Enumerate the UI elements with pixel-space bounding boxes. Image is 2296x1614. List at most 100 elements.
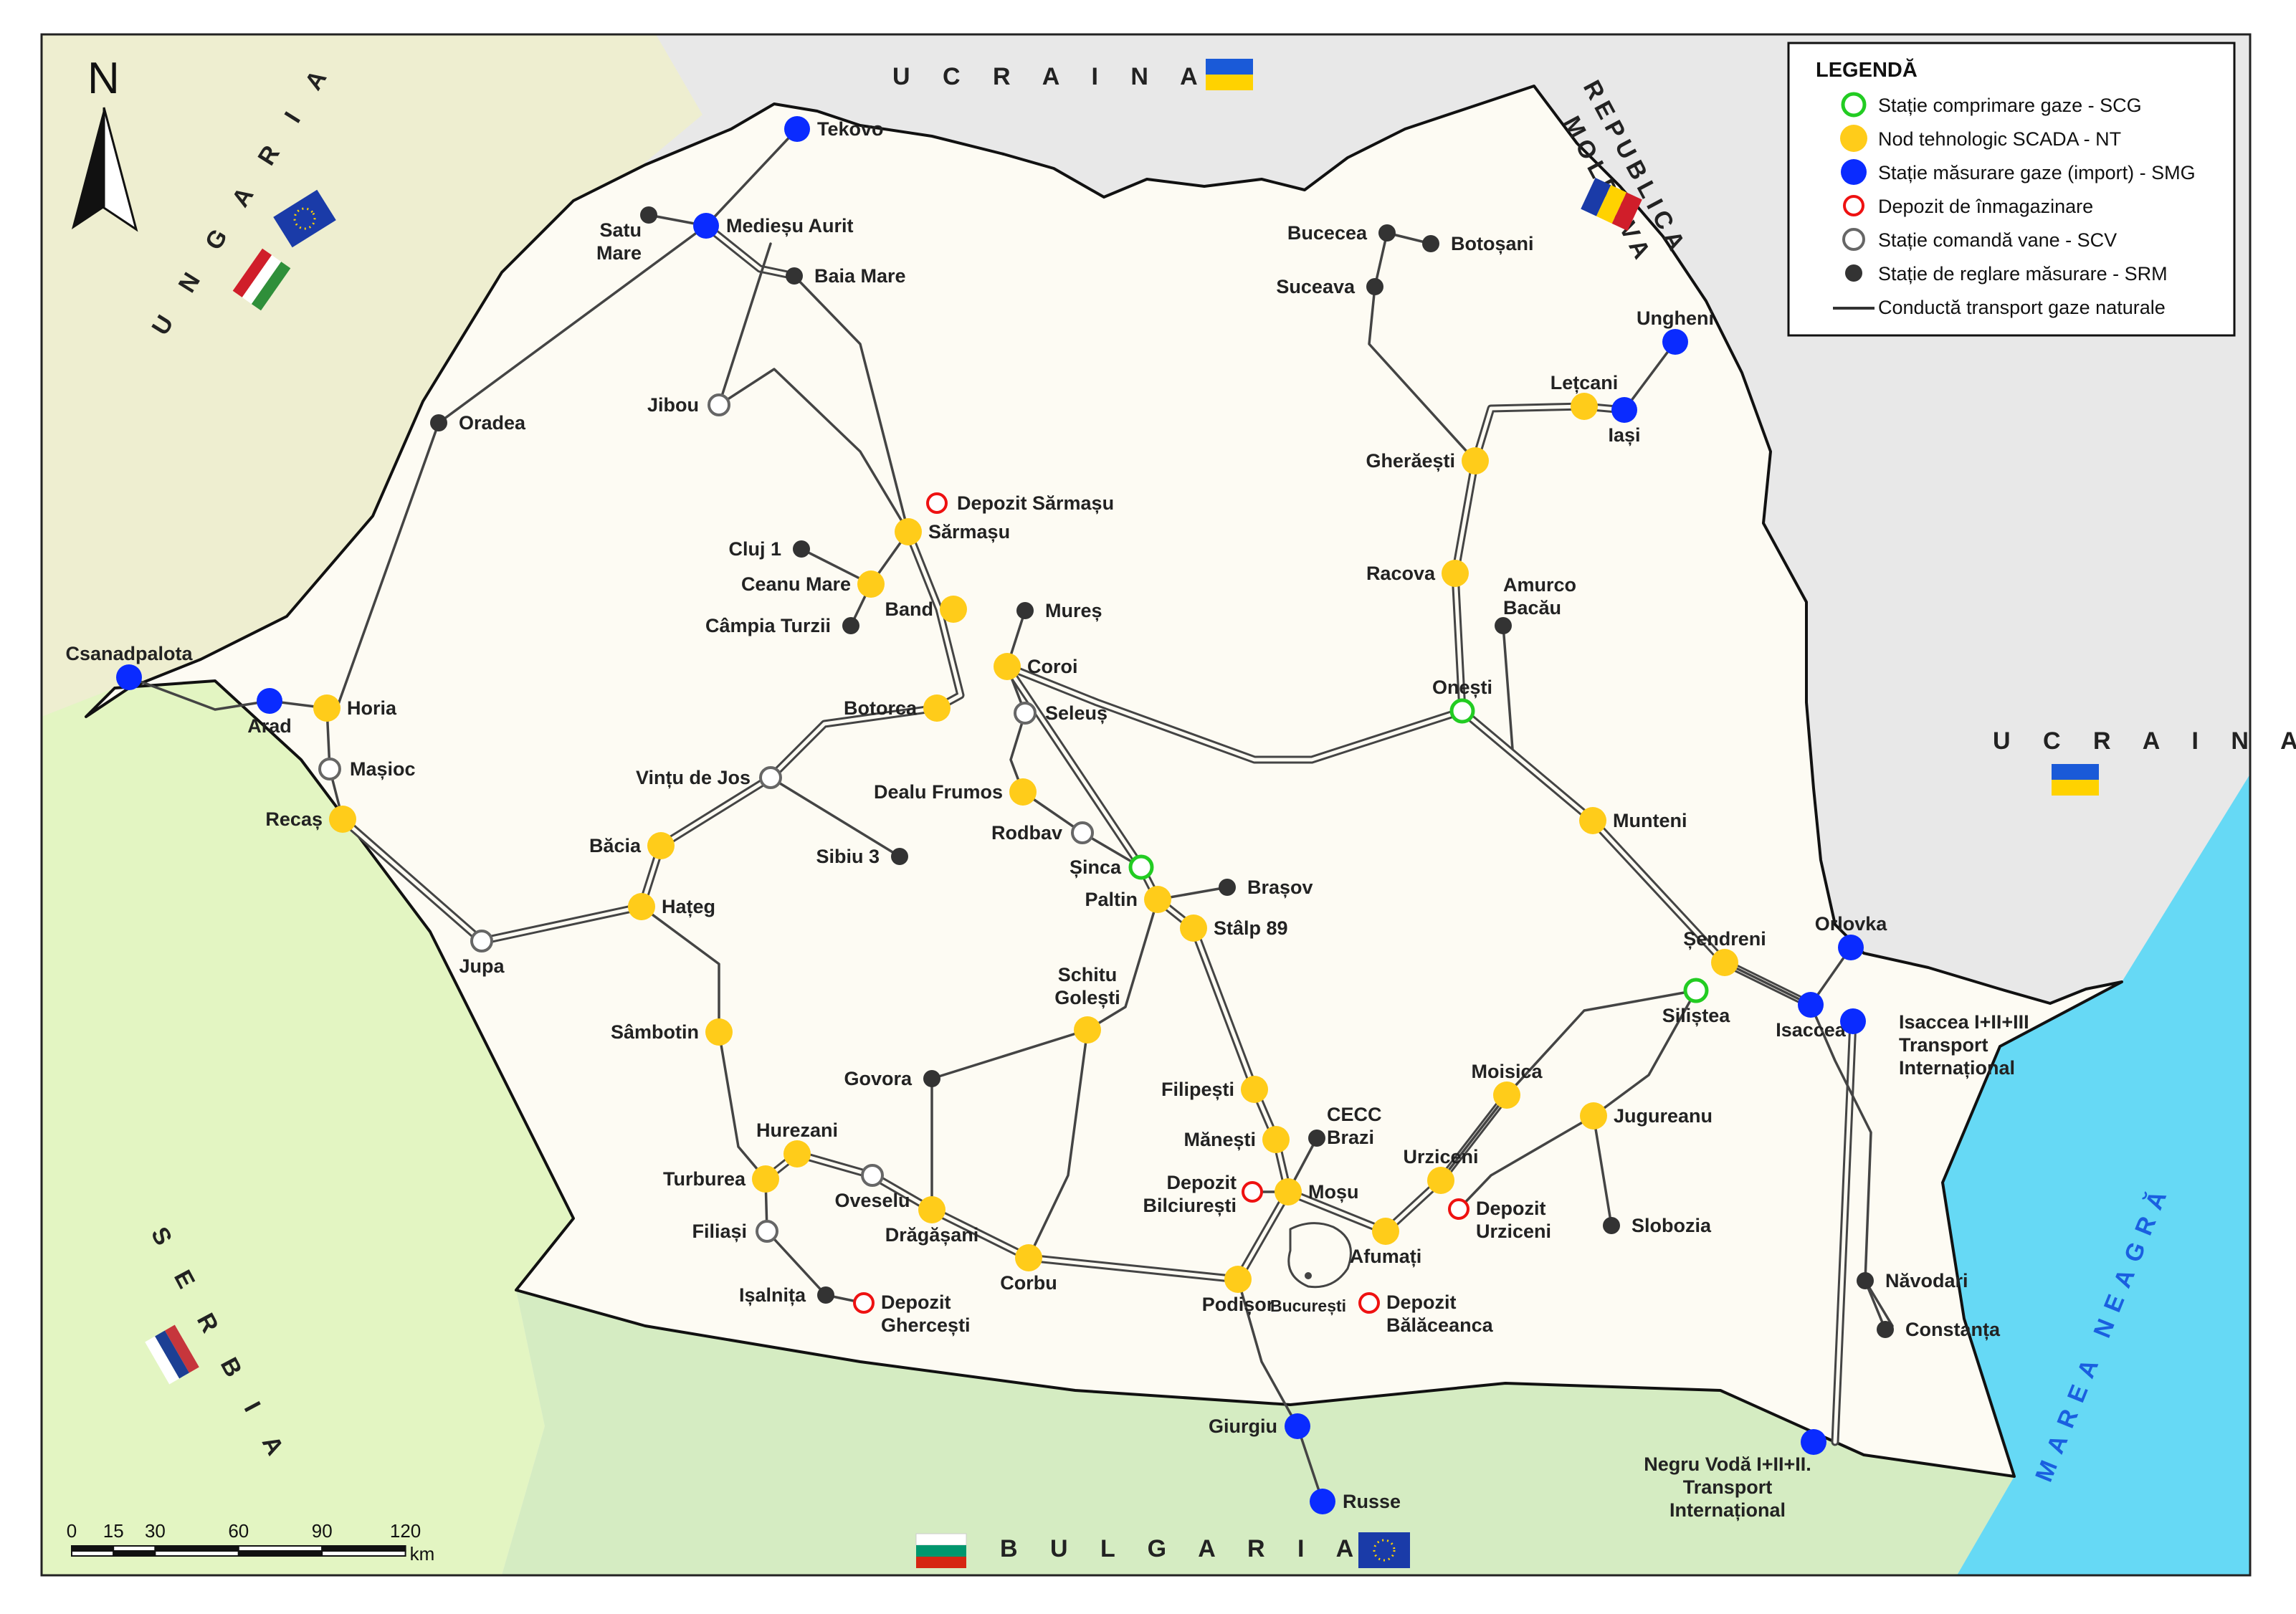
station-label: Seleuș — [1045, 702, 1107, 724]
station-depozit_sarmasu[interactable]: Depozit Sărmașu — [926, 492, 1114, 514]
storage-depot-marker — [1448, 1198, 1469, 1220]
station-slobozia[interactable]: Slobozia — [1603, 1215, 1712, 1236]
scale-tick-label: 30 — [145, 1520, 166, 1542]
station-gheraesti[interactable]: Gherăești — [1366, 447, 1489, 474]
place-marker — [1305, 1272, 1312, 1279]
station-munteni[interactable]: Munteni — [1579, 807, 1687, 834]
station-label: Mănești — [1183, 1129, 1256, 1150]
station-filipesti[interactable]: Filipești — [1161, 1076, 1268, 1103]
station-hateg[interactable]: Hațeg — [628, 893, 715, 920]
station-filiasi[interactable]: Filiași — [692, 1220, 778, 1243]
station-sambotin[interactable]: Sâmbotin — [611, 1018, 733, 1046]
station-paltin[interactable]: Paltin — [1085, 886, 1171, 913]
station-dragasani[interactable]: Drăgășani — [885, 1196, 979, 1246]
station-jupa[interactable]: Jupa — [459, 930, 505, 977]
station-label: București — [1270, 1297, 1346, 1316]
station-horia[interactable]: Horia — [313, 694, 397, 722]
station-jibou[interactable]: Jibou — [647, 393, 730, 416]
station-suceava[interactable]: Suceava — [1276, 276, 1383, 297]
srm-station-marker — [817, 1286, 834, 1304]
station-manesti[interactable]: Mănești — [1183, 1126, 1290, 1153]
station-bucecea[interactable]: Bucecea — [1287, 222, 1396, 244]
station-mures[interactable]: Mureș — [1016, 600, 1102, 621]
station-govora[interactable]: Govora — [844, 1068, 940, 1089]
station-label: Jibou — [647, 394, 699, 416]
station-campia[interactable]: Câmpia Turzii — [705, 615, 859, 636]
station-vintu[interactable]: Vințu de Jos — [636, 766, 782, 789]
station-csanad[interactable]: Csanadpalota — [65, 643, 194, 690]
station-ungheni[interactable]: Ungheni — [1637, 307, 1714, 355]
station-cluj[interactable]: Cluj 1 — [728, 538, 810, 560]
station-label: Ișalnița — [739, 1284, 806, 1306]
station-iasi[interactable]: Iași — [1608, 397, 1641, 446]
station-coroi[interactable]: Coroi — [994, 653, 1078, 680]
station-oveselu[interactable]: Oveselu — [834, 1164, 910, 1211]
srm-station-marker — [1603, 1217, 1620, 1234]
nt-node-marker — [1144, 886, 1171, 913]
station-rodbav[interactable]: Rodbav — [991, 821, 1094, 844]
station-baiamare[interactable]: Baia Mare — [786, 265, 906, 287]
station-afumati[interactable]: Afumați — [1350, 1218, 1422, 1267]
station-label: Șendreni — [1683, 928, 1766, 950]
pipeline-single — [1502, 624, 1514, 750]
station-isaccea[interactable]: Isaccea — [1776, 992, 1847, 1041]
station-giurgiu[interactable]: Giurgiu — [1209, 1413, 1310, 1439]
station-racova[interactable]: Racova — [1366, 560, 1469, 587]
station-botorca[interactable]: Botorca — [844, 694, 951, 722]
station-navodari[interactable]: Năvodari — [1857, 1270, 1968, 1291]
scv-valve-marker — [1842, 228, 1865, 251]
station-oradea[interactable]: Oradea — [430, 412, 526, 434]
station-bacia[interactable]: Băcia — [589, 832, 675, 859]
station-sinca[interactable]: Șinca — [1070, 854, 1154, 880]
station-moisica[interactable]: Moisica — [1471, 1061, 1543, 1109]
station-stalp[interactable]: Stâlp 89 — [1180, 915, 1288, 942]
station-medieseu[interactable]: Medieșu Aurit — [693, 213, 854, 239]
station-bucuresti[interactable]: București — [1270, 1272, 1346, 1316]
station-letcani[interactable]: Lețcani — [1550, 372, 1619, 420]
station-recas[interactable]: Recaș — [265, 806, 356, 833]
station-label: Oveselu — [834, 1190, 910, 1211]
station-mosu[interactable]: Moșu — [1275, 1178, 1359, 1205]
nt-node-marker — [1571, 393, 1598, 420]
station-urziceni[interactable]: Urziceni — [1403, 1146, 1479, 1194]
station-band[interactable]: Band — [885, 596, 968, 623]
station-arad[interactable]: Arad — [247, 688, 292, 737]
station-jugureanu[interactable]: Jugureanu — [1580, 1102, 1713, 1130]
station-botosani[interactable]: Botoșani — [1422, 233, 1534, 254]
station-isalnita[interactable]: Ișalnița — [739, 1284, 834, 1306]
station-sarmasu[interactable]: Sărmașu — [895, 518, 1010, 545]
station-dealu[interactable]: Dealu Frumos — [874, 778, 1037, 806]
station-orlovka[interactable]: Orlovka — [1815, 913, 1888, 960]
station-silistea[interactable]: Siliștea — [1662, 978, 1731, 1026]
station-ceanu[interactable]: Ceanu Mare — [741, 570, 885, 598]
station-label: Russe — [1343, 1491, 1401, 1512]
station-podisor[interactable]: Podișor — [1202, 1266, 1275, 1315]
pipeline-single — [705, 128, 799, 227]
station-label: Siliștea — [1662, 1005, 1731, 1026]
station-hurezani[interactable]: Hurezani — [756, 1119, 838, 1167]
srm-station-marker — [1495, 617, 1512, 634]
station-tekovo[interactable]: Tekovo — [784, 116, 884, 142]
station-brasov[interactable]: Brașov — [1219, 877, 1313, 898]
station-turburea[interactable]: Turburea — [663, 1165, 779, 1193]
station-russe[interactable]: Russe — [1310, 1489, 1401, 1514]
station-onesti[interactable]: Onești — [1432, 677, 1492, 724]
station-masioc[interactable]: Mașioc — [318, 758, 416, 780]
station-corbu[interactable]: Corbu — [1000, 1244, 1057, 1294]
station-seleus[interactable]: Seleuș — [1014, 702, 1107, 725]
station-sibiu[interactable]: Sibiu 3 — [816, 846, 908, 867]
station-sendreni[interactable]: Șendreni — [1683, 928, 1766, 976]
station-label: Csanadpalota — [65, 643, 193, 664]
station-constanta[interactable]: Constanța — [1877, 1319, 2001, 1340]
